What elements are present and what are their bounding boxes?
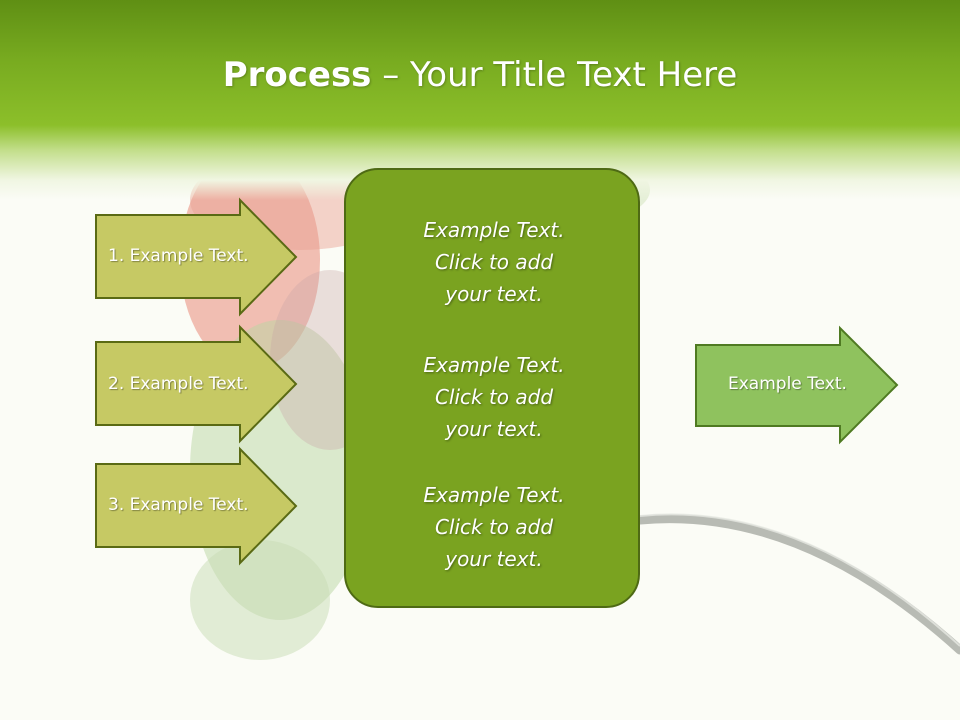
title-rest: – Your Title Text Here (371, 55, 738, 95)
right-arrow-label: Example Text. (728, 374, 847, 394)
block-3-line-3: your text. (445, 547, 543, 571)
left-arrow-2[interactable] (95, 324, 298, 444)
block-1-line-1: Example Text. (423, 218, 565, 242)
center-text-block-1: Example Text. Click to add your text. (346, 214, 642, 310)
title-bold: Process (222, 55, 372, 95)
left-arrow-1-label: 1. Example Text. (108, 246, 249, 266)
block-3-line-1: Example Text. (423, 483, 565, 507)
center-text-box[interactable]: Example Text. Click to add your text. Ex… (344, 168, 640, 608)
block-2-line-3: your text. (445, 417, 543, 441)
block-2-line-1: Example Text. (423, 353, 565, 377)
left-arrow-3-label: 3. Example Text. (108, 495, 249, 515)
header-band (0, 0, 960, 200)
left-arrow-2-label: 2. Example Text. (108, 374, 249, 394)
center-text-block-3: Example Text. Click to add your text. (346, 479, 642, 575)
block-3-line-2: Click to add (434, 515, 554, 539)
center-text-block-2: Example Text. Click to add your text. (346, 349, 642, 445)
slide-title[interactable]: Process – Your Title Text Here (0, 52, 960, 98)
left-arrow-3[interactable] (95, 446, 298, 566)
block-2-line-2: Click to add (434, 385, 554, 409)
right-arrow[interactable] (695, 325, 899, 445)
block-1-line-3: your text. (445, 282, 543, 306)
block-1-line-2: Click to add (434, 250, 554, 274)
left-arrow-1[interactable] (95, 197, 298, 317)
